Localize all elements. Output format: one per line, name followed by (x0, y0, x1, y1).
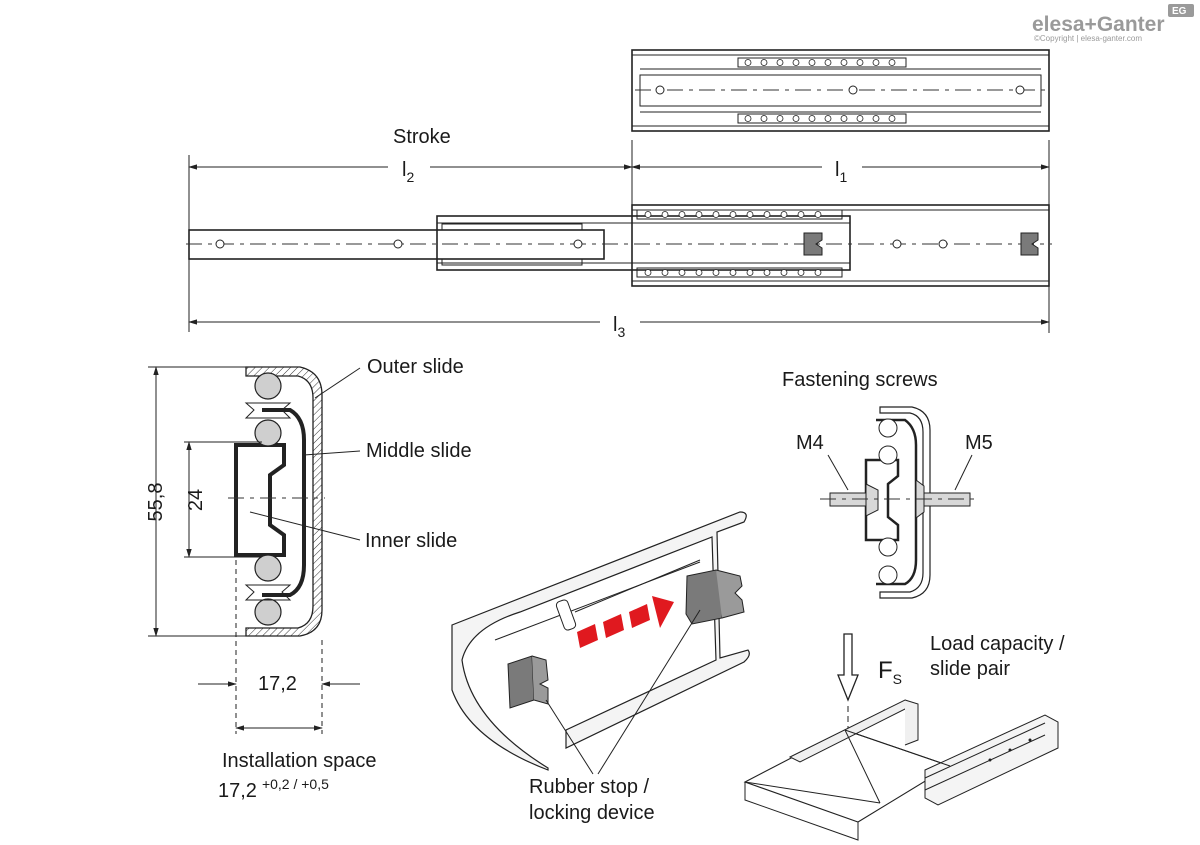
logo-badge: EG (1172, 6, 1187, 17)
logo-copyright: ©Copyright | elesa-ganter.com (1034, 34, 1142, 43)
height-inner-dimension: 24 (185, 489, 207, 511)
stroke-label: Stroke (393, 126, 451, 148)
load-capacity-label-line1: Load capacity / (930, 633, 1065, 655)
open-slide-view (186, 204, 1052, 287)
inner-slide-label: Inner slide (365, 530, 457, 552)
l3-dimension: l3 (613, 314, 625, 340)
closed-slide-view (631, 49, 1050, 132)
load-force-arrow (837, 633, 859, 702)
screw-m4-label: M4 (796, 432, 824, 454)
l2-dimension: l2 (402, 159, 414, 185)
rubber-stop-view (451, 511, 750, 771)
rubber-stop-label-line2: locking device (529, 802, 655, 824)
force-fs-label: FS (878, 657, 902, 687)
width-dimension: 17,2 (258, 673, 297, 695)
middle-slide-label: Middle slide (366, 440, 472, 462)
fastening-screws-view (820, 406, 980, 599)
load-capacity-label-line2: slide pair (930, 658, 1010, 680)
cross-section-view (228, 366, 325, 637)
rubber-stop-label-line1: Rubber stop / (529, 776, 650, 798)
outer-slide-label: Outer slide (367, 356, 464, 378)
height-total-dimension: 55,8 (145, 483, 167, 522)
logo-text: elesa+Ganter (1032, 13, 1165, 36)
red-motion-arrow (577, 596, 674, 648)
drawer-assembly-view (743, 699, 1059, 841)
fastening-screws-title: Fastening screws (782, 369, 938, 391)
installation-space-label: Installation space (222, 750, 377, 772)
screw-m5-label: M5 (965, 432, 993, 454)
elesa-ganter-logo: elesa+Ganter EG ©Copyright | elesa-gante… (1032, 4, 1194, 43)
l1-dimension: l1 (835, 159, 847, 185)
installation-space-value: 17,2+0,2 / +0,5 (218, 776, 329, 802)
